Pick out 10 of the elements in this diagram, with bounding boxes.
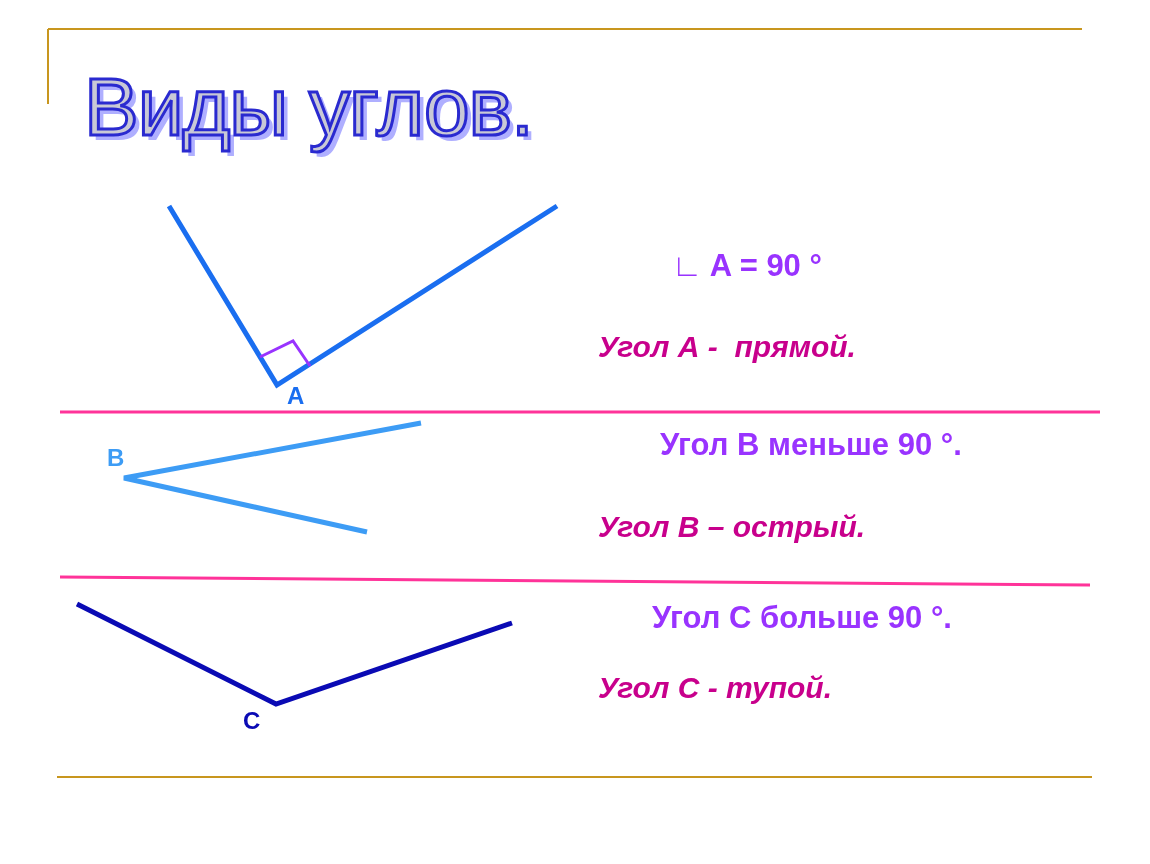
- vertex-label: В: [107, 446, 125, 470]
- angle-description: Угол В меньше 90 °.: [660, 428, 962, 460]
- angle-description: Угол В – острый.: [598, 512, 866, 542]
- angle-description: Угол С больше 90 °.: [652, 601, 952, 633]
- title: Виды углов.: [84, 62, 533, 153]
- vertex-label: А: [287, 384, 305, 408]
- angle-description: Угол С - тупой.: [598, 673, 832, 703]
- angle-equation: ∟ A = 90 °: [672, 249, 822, 281]
- angle-description: Угол А - прямой.: [598, 332, 856, 362]
- vertex-label: С: [243, 709, 261, 733]
